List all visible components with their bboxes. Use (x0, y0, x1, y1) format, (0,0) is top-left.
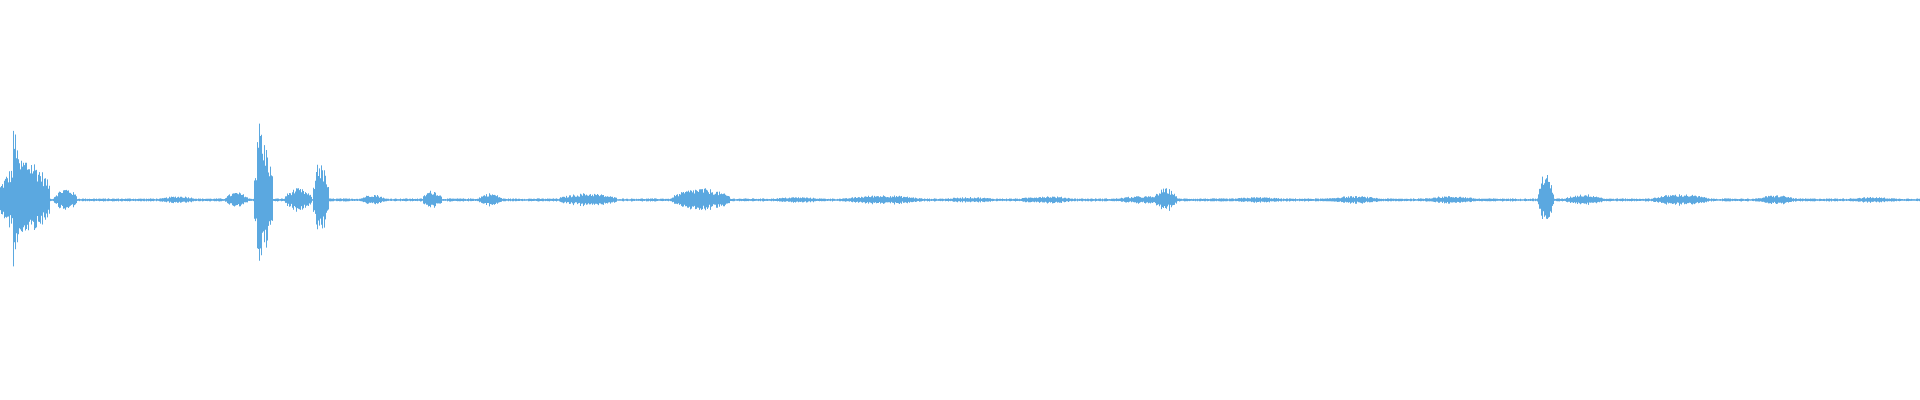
waveform-envelope (0, 123, 1920, 267)
